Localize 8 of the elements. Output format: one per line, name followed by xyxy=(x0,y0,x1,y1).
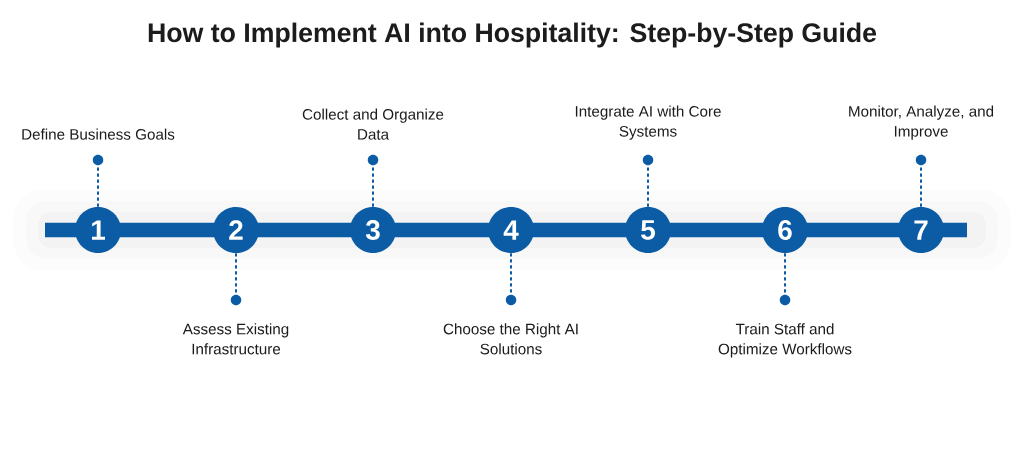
step-label: Assess Existing Infrastructure xyxy=(182,323,289,355)
step-label: Choose the Right AI Solutions xyxy=(443,323,578,355)
step-label: Monitor, Analyze, and Improve xyxy=(849,105,994,140)
step-label: Define Business Goals xyxy=(22,128,175,140)
title: How to Implement AI into Hospitality: Step-by-Step Guide xyxy=(148,22,877,48)
step-label: Train Staff and Optimize Workflows xyxy=(718,323,852,358)
step-label: Collect and Organize Data xyxy=(302,108,444,140)
step-label: Integrate AI with Core Systems xyxy=(575,105,721,140)
